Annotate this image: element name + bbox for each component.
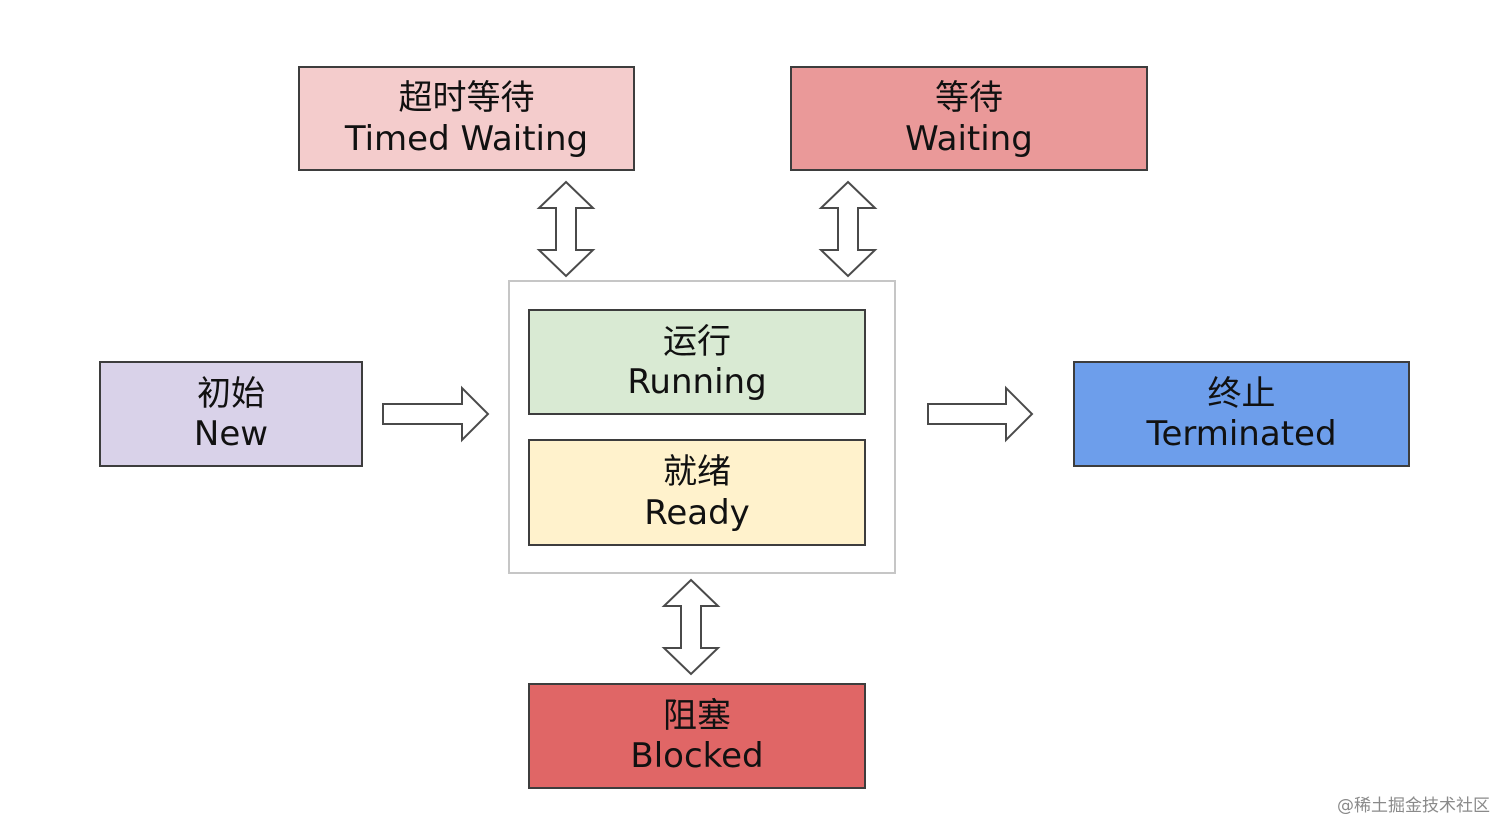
arrow-runnable-blocked <box>661 578 721 676</box>
state-running-zh: 运行 <box>663 321 731 362</box>
watermark: @稀土掘金技术社区 <box>1337 796 1490 816</box>
state-ready: 就绪 Ready <box>528 439 866 546</box>
state-blocked-en: Blocked <box>630 736 764 776</box>
state-waiting-en: Waiting <box>905 118 1033 159</box>
state-timed-waiting: 超时等待 Timed Waiting <box>298 66 635 171</box>
state-timed-waiting-zh: 超时等待 <box>398 78 535 119</box>
state-ready-zh: 就绪 <box>663 452 731 493</box>
arrow-waiting-runnable <box>818 180 878 278</box>
state-blocked: 阻塞 Blocked <box>528 683 866 789</box>
state-new: 初始 New <box>99 361 363 467</box>
state-running: 运行 Running <box>528 309 866 415</box>
state-waiting: 等待 Waiting <box>790 66 1148 171</box>
state-running-en: Running <box>627 362 767 402</box>
state-ready-en: Ready <box>644 492 750 533</box>
state-terminated-en: Terminated <box>1146 414 1337 454</box>
state-new-en: New <box>193 414 269 454</box>
state-blocked-zh: 阻塞 <box>663 695 731 736</box>
state-timed-waiting-en: Timed Waiting <box>344 118 589 159</box>
arrow-new-runnable <box>382 385 490 443</box>
arrow-timed-waiting-runnable <box>536 180 596 278</box>
state-terminated-zh: 终止 <box>1207 373 1276 414</box>
state-waiting-zh: 等待 <box>935 78 1003 119</box>
state-terminated: 终止 Terminated <box>1073 361 1410 467</box>
arrow-runnable-terminated <box>927 385 1034 443</box>
state-new-zh: 初始 <box>197 373 265 414</box>
